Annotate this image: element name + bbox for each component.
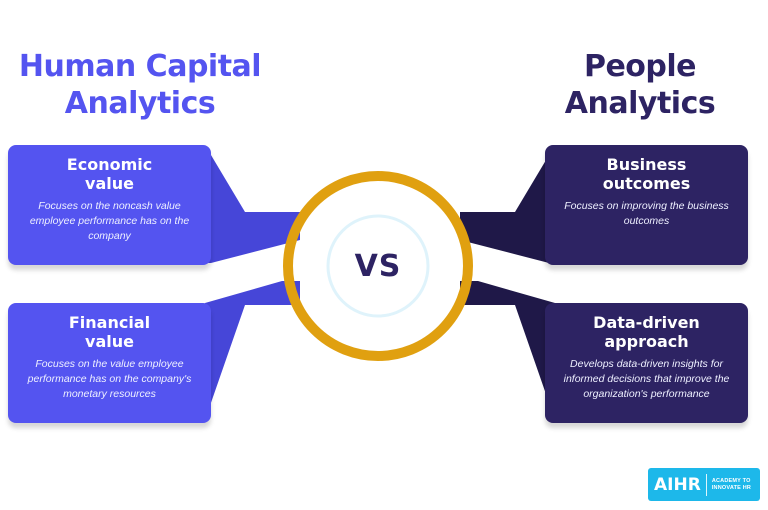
left-top-connector: [205, 145, 300, 263]
left-bottom-connector: [205, 281, 300, 420]
card-business-outcomes: Business outcomes Focuses on improving t…: [545, 145, 748, 265]
card-description: Develops data-driven insights for inform…: [563, 358, 730, 400]
logo-tagline-line-2: INNOVATE HR: [711, 484, 752, 491]
vs-label: VS: [354, 248, 402, 284]
card-title: Financial value: [68, 313, 151, 351]
card-title: Data-driven approach: [593, 313, 700, 351]
logo-tagline-line-1: ACADEMY TO: [711, 477, 751, 484]
right-top-connector: [460, 145, 555, 263]
logo-tagline: ACADEMY TO INNOVATE HR: [707, 478, 751, 492]
card-data-driven-approach: Data-driven approach Develops data-drive…: [545, 303, 748, 423]
logo-mark: AIHR: [648, 473, 707, 496]
vs-ring: [283, 171, 473, 361]
card-description: Focuses on the value employee performanc…: [27, 358, 192, 400]
right-bottom-connector: [460, 281, 555, 420]
card-economic-value: Economic value Focuses on the noncash va…: [8, 145, 211, 265]
card-description: Focuses on improving the business outcom…: [564, 200, 729, 227]
vs-ring-inner: [326, 214, 430, 318]
card-description: Focuses on the noncash value employee pe…: [29, 200, 190, 242]
aihr-logo: AIHR ACADEMY TO INNOVATE HR: [648, 468, 760, 501]
card-title: Economic value: [66, 155, 153, 193]
card-financial-value: Financial value Focuses on the value emp…: [8, 303, 211, 423]
left-heading: Human Capital Analytics: [18, 49, 262, 121]
card-title: Business outcomes: [602, 155, 691, 193]
right-heading: People Analytics: [564, 49, 716, 121]
